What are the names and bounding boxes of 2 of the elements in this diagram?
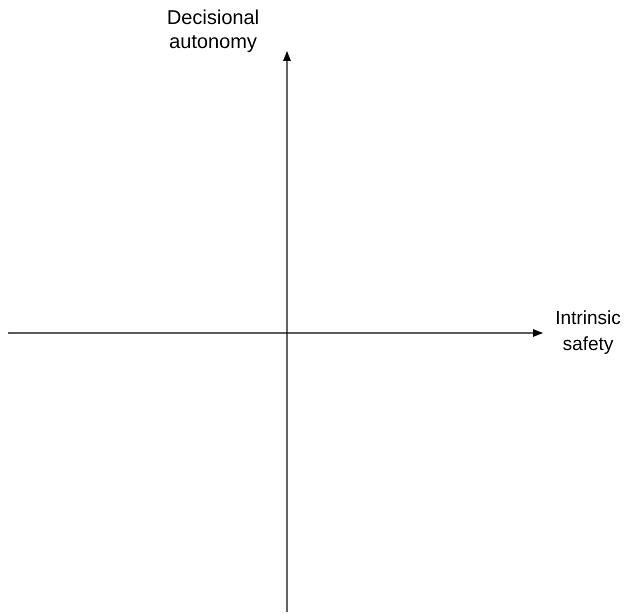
axis-label: Decisional autonomy	[166, 6, 260, 54]
axis-label: Intrinsic safety	[554, 307, 622, 357]
